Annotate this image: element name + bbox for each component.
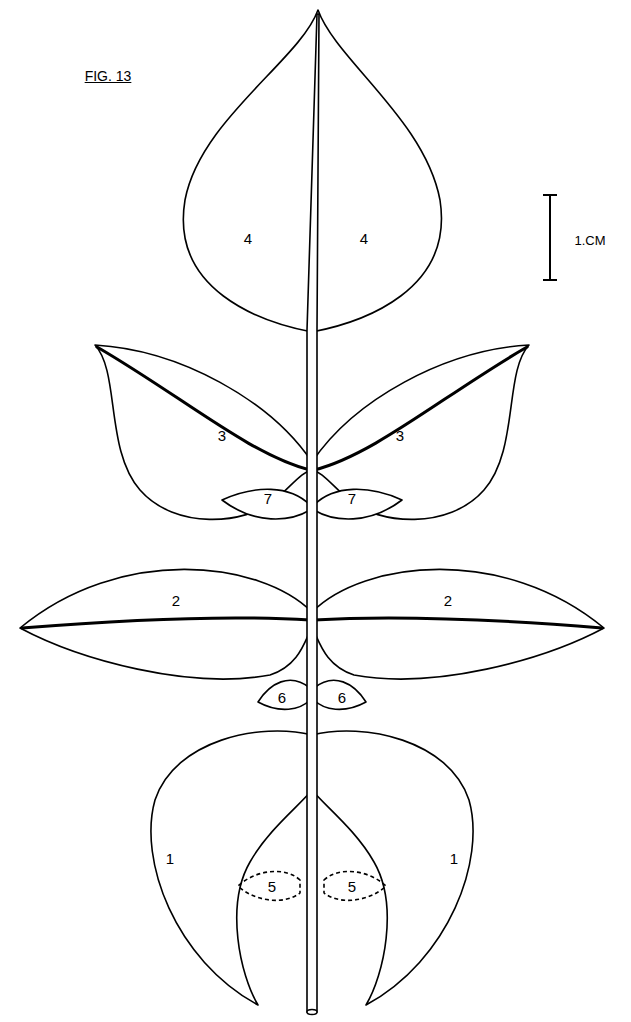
- leaflet: [20, 569, 312, 679]
- callout-number: 2: [172, 593, 180, 608]
- callout-number: 6: [338, 690, 346, 705]
- leaflet: [314, 680, 366, 709]
- midrib: [314, 618, 602, 628]
- callout-number: 3: [218, 428, 226, 443]
- callout-number: 7: [264, 491, 272, 506]
- scale-label: 1.CM: [574, 234, 605, 247]
- callout-number: 4: [244, 231, 252, 246]
- midrib: [22, 618, 310, 628]
- callout-number: 1: [166, 851, 174, 866]
- callout-number: 3: [396, 428, 404, 443]
- leaflet: [312, 731, 473, 1005]
- midrib: [97, 347, 310, 470]
- callout-number: 1: [450, 851, 458, 866]
- callout-number: 5: [348, 879, 356, 894]
- leaflet: [312, 569, 604, 679]
- rachis-end: [307, 1010, 317, 1015]
- hidden-leaflet: [324, 871, 386, 900]
- scale-bar: [543, 195, 557, 280]
- callout-number: 6: [278, 690, 286, 705]
- midrib: [314, 347, 527, 470]
- callout-number: 7: [348, 491, 356, 506]
- callout-number: 5: [268, 879, 276, 894]
- callout-number: 4: [360, 231, 368, 246]
- leaflet: [222, 489, 310, 519]
- leaflet: [258, 680, 310, 709]
- leaflet: [95, 345, 312, 519]
- leaflet: [312, 345, 529, 519]
- leaflet: [314, 489, 402, 519]
- callout-number: 2: [444, 593, 452, 608]
- rachis: [307, 14, 319, 1012]
- figure-number: FIG. 13: [85, 69, 132, 83]
- hidden-leaflet: [238, 871, 300, 900]
- leaflet: [151, 731, 312, 1005]
